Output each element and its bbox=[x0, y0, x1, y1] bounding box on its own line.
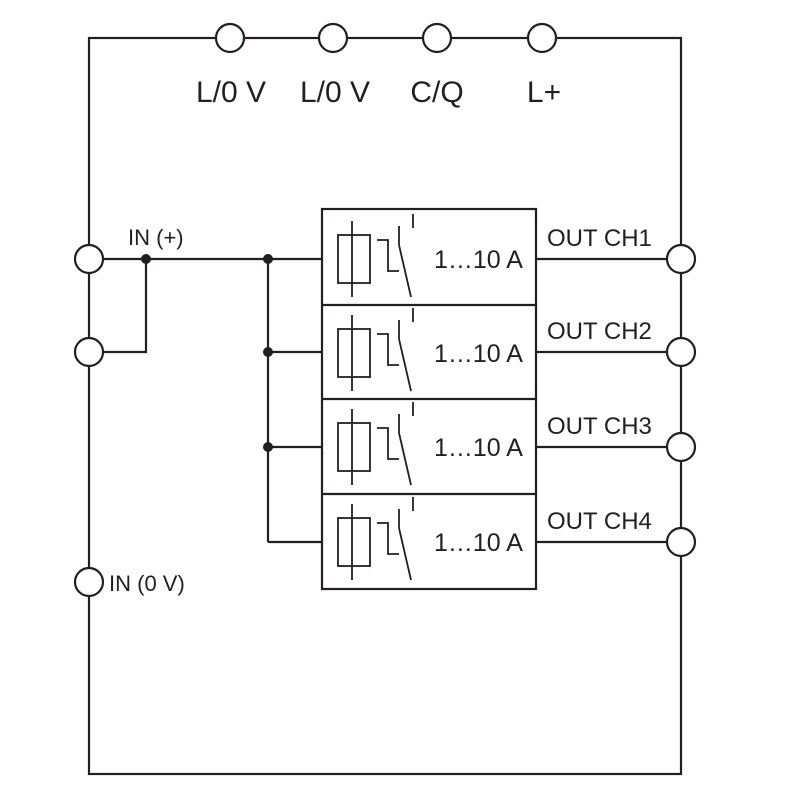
supply-terminal-2: L/0 V bbox=[300, 22, 370, 109]
current-range-label: 1…10 A bbox=[434, 434, 523, 462]
input-bridge-terminal bbox=[73, 336, 105, 368]
output-terminal bbox=[665, 336, 697, 368]
junction-dot bbox=[141, 254, 151, 264]
input-zero-terminal bbox=[73, 566, 105, 598]
junction-dot bbox=[263, 442, 273, 452]
fuse-switch-icon bbox=[337, 497, 414, 581]
supply-terminal-label: C/Q bbox=[410, 76, 463, 109]
supply-terminal-1: L/0 V bbox=[196, 22, 266, 109]
junction-dot bbox=[263, 254, 273, 264]
junction-dot bbox=[263, 347, 273, 357]
output-label: OUT CH1 bbox=[547, 225, 652, 252]
output-label: OUT CH2 bbox=[547, 318, 652, 345]
supply-terminal-4: L+ bbox=[527, 22, 561, 109]
channel-1: 1…10 A OUT CH1 bbox=[337, 214, 697, 298]
channel-3: 1…10 A OUT CH3 bbox=[337, 402, 697, 486]
supply-terminal-label: L+ bbox=[527, 76, 561, 109]
device-housing bbox=[87, 36, 683, 776]
current-range-label: 1…10 A bbox=[434, 246, 523, 274]
input-positive-label: IN (+) bbox=[128, 225, 184, 250]
channel-4: 1…10 A OUT CH4 bbox=[337, 497, 697, 581]
channel-2: 1…10 A OUT CH2 bbox=[337, 308, 697, 392]
output-terminal bbox=[665, 431, 697, 463]
input-bridge-wire bbox=[89, 259, 148, 354]
output-label: OUT CH3 bbox=[547, 413, 652, 440]
fuse-switch-icon bbox=[337, 308, 414, 392]
input-zero-label: IN (0 V) bbox=[109, 571, 185, 596]
current-range-label: 1…10 A bbox=[434, 340, 523, 368]
supply-terminal-label: L/0 V bbox=[300, 76, 370, 109]
supply-terminal-3: C/Q bbox=[410, 22, 464, 109]
input-positive-terminal bbox=[73, 243, 105, 275]
supply-terminal-label: L/0 V bbox=[196, 76, 266, 109]
fuse-switch-icon bbox=[337, 214, 414, 298]
output-label: OUT CH4 bbox=[547, 508, 652, 535]
output-terminal bbox=[665, 243, 697, 275]
output-terminal bbox=[665, 526, 697, 558]
fuse-switch-icon bbox=[337, 402, 414, 486]
current-range-label: 1…10 A bbox=[434, 529, 523, 557]
